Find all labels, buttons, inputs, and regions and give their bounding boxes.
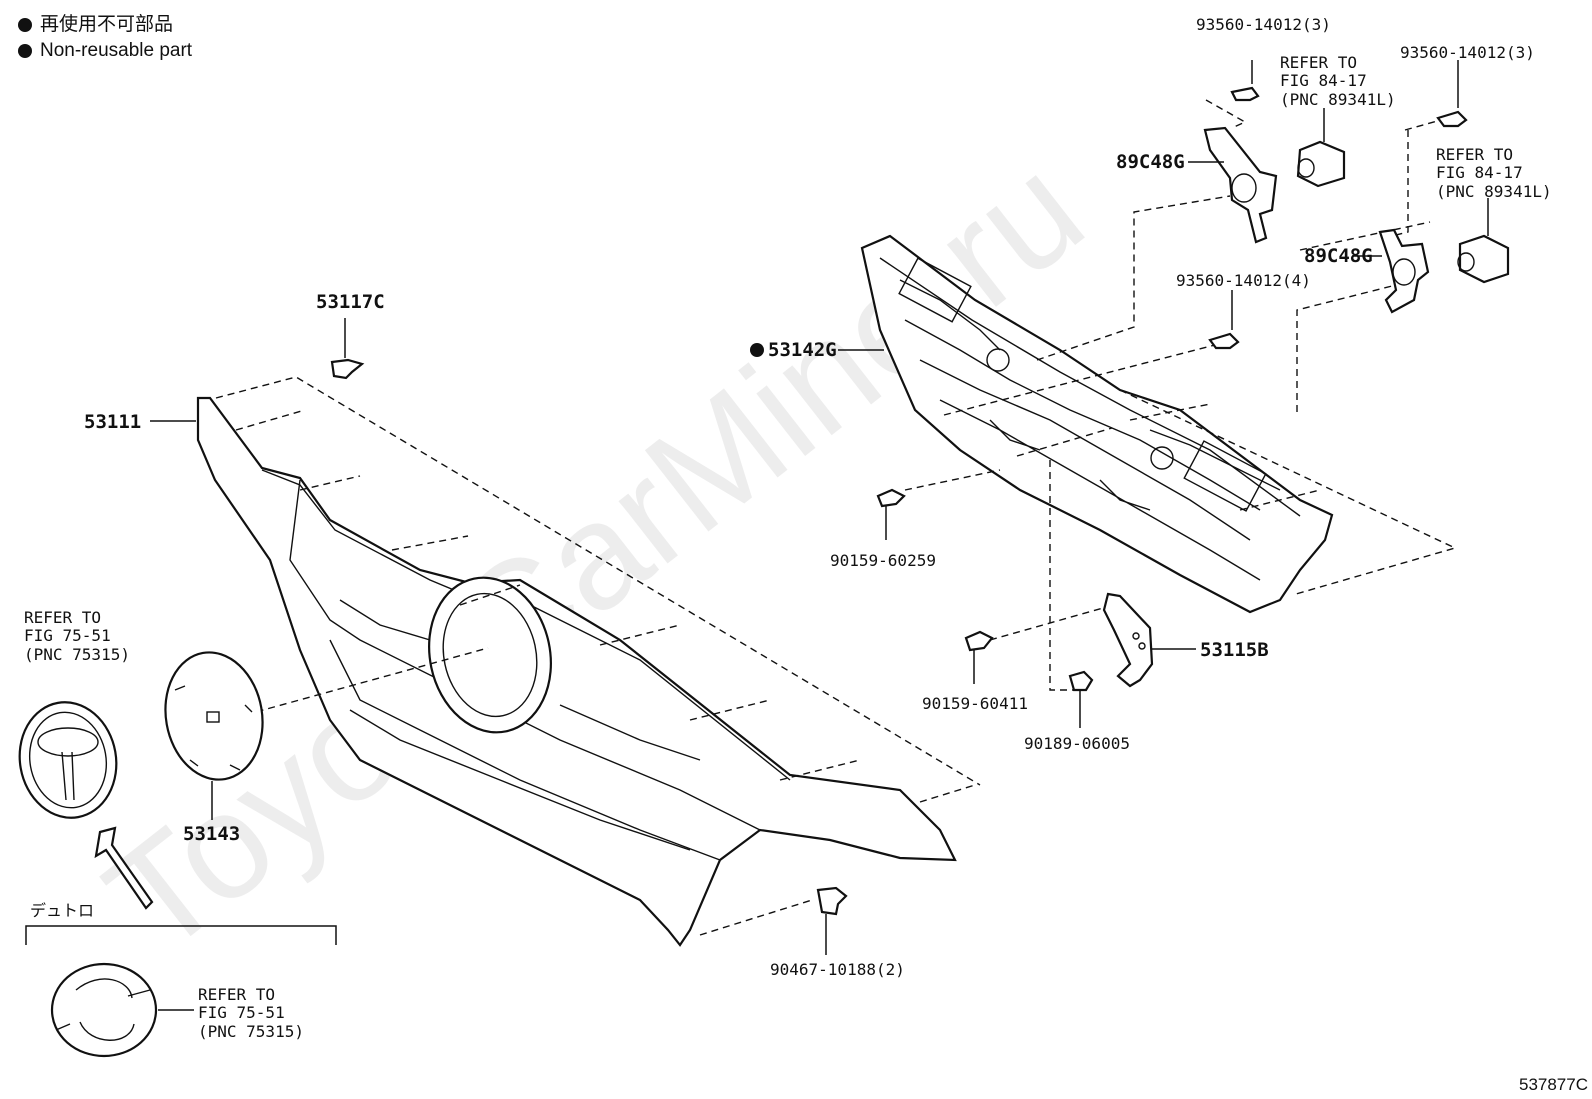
- bolt-93560-c: [1208, 290, 1240, 350]
- label-screw-90159-60411: 90159-60411: [922, 694, 1028, 713]
- grille-dashes: [215, 376, 981, 936]
- grille-53111: [196, 396, 957, 947]
- screw-90159-60259: [876, 488, 906, 540]
- refer-sensor-b: REFER TO FIG 84-17 (PNC 89341L): [1436, 145, 1552, 201]
- screw-90159-60411: [964, 630, 994, 684]
- bolt-93560-a: [1230, 60, 1260, 102]
- bracket-89c48g-b: [1378, 228, 1430, 314]
- label-bolt-93560-b: 93560-14012(3): [1400, 43, 1535, 62]
- label-bolt-93560-a: 93560-14012(3): [1196, 15, 1331, 34]
- bracket-89c48g-a: [1203, 126, 1278, 244]
- label-nut-90189-06005: 90189-06005: [1024, 734, 1130, 753]
- bolt-93560-b: [1436, 60, 1468, 128]
- dutro-emblem: [50, 962, 158, 1058]
- sensor-a: [1296, 108, 1346, 188]
- label-53117c: 53117C: [316, 291, 385, 313]
- label-53142g: 53142G: [768, 339, 837, 361]
- label-53143: 53143: [183, 823, 240, 845]
- emblem-plate-53143: [164, 651, 264, 820]
- legend: 再使用不可部品 Non-reusable part: [18, 12, 192, 64]
- refer-emblem-b: REFER TO FIG 75-51 (PNC 75315): [198, 985, 304, 1041]
- nut-90189-06005: [1068, 670, 1094, 728]
- clip-53117c: [330, 318, 365, 380]
- diagram-code: 537877C: [1518, 1075, 1588, 1094]
- label-89c48g-a: 89C48G: [1116, 151, 1185, 173]
- bracket-53115b: [1102, 592, 1154, 688]
- toyota-emblem: [18, 701, 118, 819]
- legend-en-text: Non-reusable part: [40, 40, 193, 61]
- arrow-icon: [94, 826, 154, 910]
- label-duplo: デュトロ: [30, 901, 94, 920]
- legend-row-en: Non-reusable part: [18, 38, 192, 64]
- label-53115b: 53115B: [1200, 639, 1269, 661]
- inner-grille-53142g: [860, 234, 1334, 614]
- label-clip-90467: 90467-10188(2): [770, 960, 905, 979]
- clip-90467: [816, 886, 848, 955]
- refer-sensor-a: REFER TO FIG 84-17 (PNC 89341L): [1280, 53, 1396, 109]
- non-reusable-dot-icon: [750, 343, 764, 357]
- label-53111: 53111: [84, 411, 141, 433]
- inner-grille-dashes: [904, 99, 1457, 691]
- refer-emblem-a: REFER TO FIG 75-51 (PNC 75315): [24, 608, 130, 664]
- legend-jp-text: 再使用不可部品: [40, 14, 174, 35]
- label-89c48g-b: 89C48G: [1304, 245, 1373, 267]
- sensor-b: [1457, 198, 1510, 284]
- non-reusable-dot-icon: [18, 44, 32, 58]
- label-screw-90159-60259: 90159-60259: [830, 551, 936, 570]
- legend-row-jp: 再使用不可部品: [18, 12, 192, 38]
- label-bolt-93560-c: 93560-14012(4): [1176, 271, 1311, 290]
- non-reusable-dot-icon: [18, 18, 32, 32]
